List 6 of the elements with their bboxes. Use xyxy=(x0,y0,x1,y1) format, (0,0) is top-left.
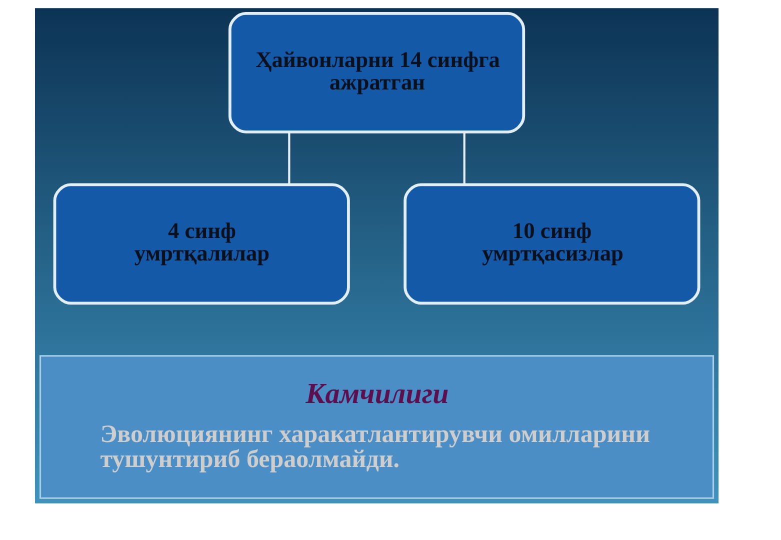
node-box: Ҳайвонларни 14 синфга ажратган xyxy=(228,12,525,134)
connector xyxy=(288,132,290,185)
node-box: 4 синф умртқалилар xyxy=(52,183,350,305)
connector xyxy=(462,132,465,185)
node-box: Камчилиги Эволюциянинг харакатлантирувчи омилларини тушунтириб бераолмайди. xyxy=(38,355,714,499)
node-box: 10 синф умртқасизлар xyxy=(403,183,700,305)
